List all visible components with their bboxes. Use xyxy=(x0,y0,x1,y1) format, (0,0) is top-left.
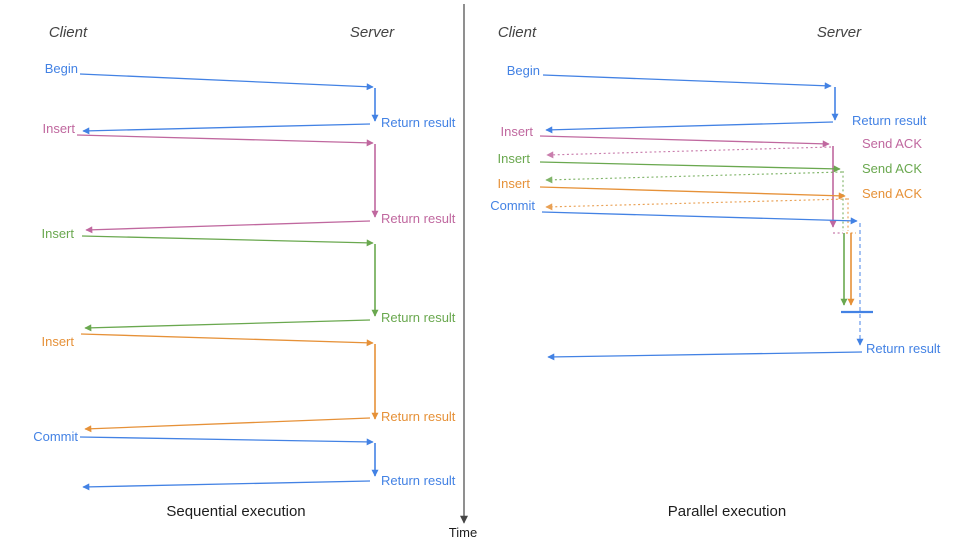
parallel-diagram: Client Server Begin Return result Insert… xyxy=(490,24,941,520)
commit-response-arrow xyxy=(82,480,371,491)
seq-exchange-insert-3: Insert Return result xyxy=(41,333,456,433)
insert2-request-arrow-right xyxy=(539,161,841,173)
insert2-label: Insert xyxy=(41,226,74,241)
insert1-ack-label: Send ACK xyxy=(862,136,922,151)
final-return-label: Return result xyxy=(866,341,941,356)
sequential-title: Sequential execution xyxy=(166,503,305,520)
insert3-ack-label: Send ACK xyxy=(862,186,922,201)
insert3-label-right: Insert xyxy=(497,176,530,191)
commit-label-right: Commit xyxy=(490,198,535,213)
insert1-request-arrow xyxy=(76,134,374,147)
insert3-request-arrow xyxy=(80,333,374,347)
client-header-right: Client xyxy=(498,24,537,41)
insert2-return-label: Return result xyxy=(381,310,456,325)
par-exchange-insert-3: Insert Send ACK xyxy=(497,176,922,306)
time-axis: Time xyxy=(449,4,477,540)
commit-request-arrow-right xyxy=(541,211,858,225)
insert2-label-right: Insert xyxy=(497,151,530,166)
insert2-ack-label: Send ACK xyxy=(862,161,922,176)
insert3-response-arrow xyxy=(84,417,371,433)
insert1-ack-arrow xyxy=(546,146,832,159)
insert3-label: Insert xyxy=(41,334,74,349)
begin-response-arrow-right xyxy=(545,121,834,134)
insert1-request-arrow-right xyxy=(539,135,830,148)
sequential-diagram: Client Server Begin Return result Insert… xyxy=(33,24,456,520)
insert1-label-right: Insert xyxy=(500,124,533,139)
insert1-return-label: Return result xyxy=(381,211,456,226)
seq-exchange-commit: Commit Return result xyxy=(33,429,456,491)
par-exchange-commit: Commit xyxy=(490,198,861,311)
begin-request-arrow xyxy=(79,73,374,91)
insert2-response-arrow xyxy=(84,319,371,332)
insert1-response-arrow xyxy=(85,220,371,234)
insert3-ack-arrow xyxy=(545,198,848,211)
par-exchange-begin: Begin Return result xyxy=(507,63,927,134)
commit-return-label: Return result xyxy=(381,473,456,488)
server-header-right: Server xyxy=(817,24,862,41)
begin-label-right: Begin xyxy=(507,63,540,78)
insert2-ack-arrow xyxy=(545,171,843,184)
par-exchange-insert-1: Insert Send ACK xyxy=(500,124,922,228)
begin-response-arrow xyxy=(82,123,371,135)
seq-exchange-begin: Begin Return result xyxy=(45,61,456,135)
commit-label: Commit xyxy=(33,429,78,444)
insert3-return-label: Return result xyxy=(381,409,456,424)
seq-exchange-insert-1: Insert Return result xyxy=(42,121,456,234)
insert1-label: Insert xyxy=(42,121,75,136)
time-axis-label: Time xyxy=(449,525,477,540)
seq-exchange-insert-2: Insert Return result xyxy=(41,226,456,332)
insert3-request-arrow-right xyxy=(539,186,846,200)
par-exchange-insert-2: Insert Send ACK xyxy=(497,151,922,306)
client-header: Client xyxy=(49,24,88,41)
begin-request-arrow-right xyxy=(542,74,832,90)
parallel-title: Parallel execution xyxy=(668,503,786,520)
insert2-request-arrow xyxy=(81,235,374,247)
begin-return-label-right: Return result xyxy=(852,113,927,128)
begin-label: Begin xyxy=(45,61,78,76)
begin-return-label: Return result xyxy=(381,115,456,130)
commit-request-arrow xyxy=(79,436,374,446)
final-response-arrow xyxy=(547,351,863,361)
server-header: Server xyxy=(350,24,395,41)
par-join-barrier: Return result xyxy=(547,232,941,361)
